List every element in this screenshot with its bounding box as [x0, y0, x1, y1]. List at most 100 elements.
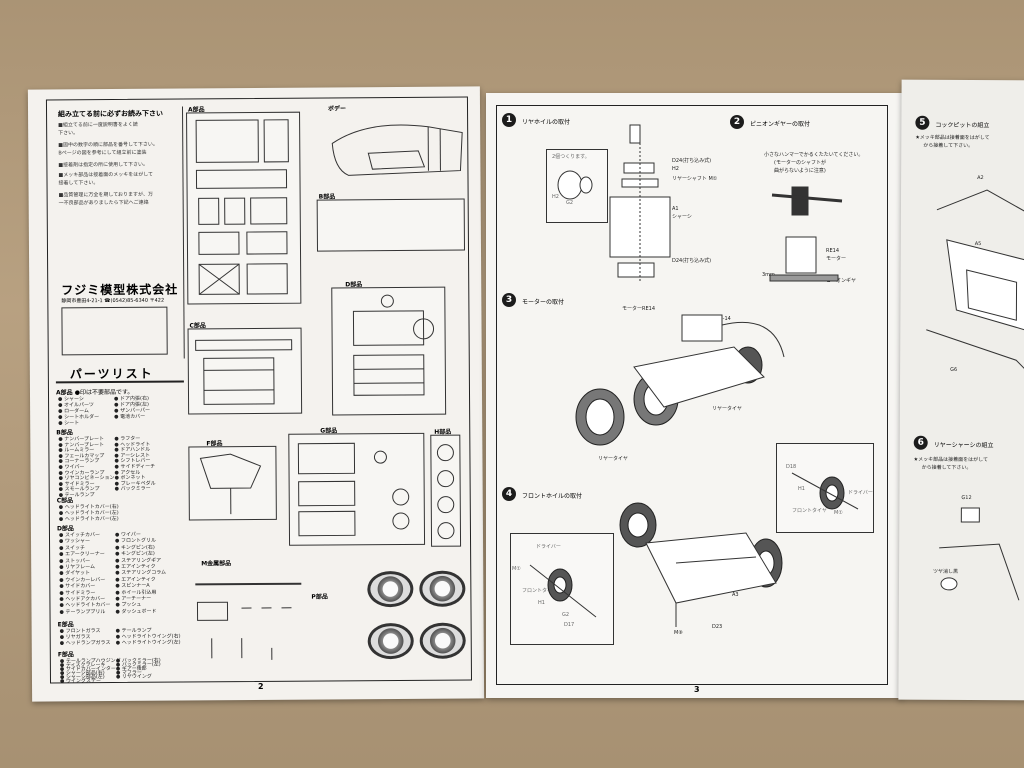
rear-chassis-drawing — [939, 507, 1020, 601]
sprue-d-drawing — [352, 294, 435, 396]
step-number: 1 — [502, 113, 516, 127]
part-label: RE-14 — [716, 316, 731, 322]
parts-list-item: ● バックミラー — [114, 486, 151, 493]
warning-line: ■図中の数字の順に部品を番号して下さい。 — [58, 141, 158, 149]
part-label: フロントタイヤ — [792, 508, 827, 514]
maker-address: 静岡市豊田4-21-1 ☎(0542)85-6340 〒422 — [61, 297, 165, 305]
part-label: H2 — [672, 166, 679, 172]
step-number: 5 — [915, 115, 930, 130]
tire-part — [367, 570, 414, 608]
part-label: ドライバー — [848, 490, 873, 496]
part-label: ドライバー — [536, 544, 561, 550]
page-border — [496, 105, 888, 685]
part-label: リヤーシャフト M① — [672, 176, 718, 182]
part-label: モーターRE14 — [622, 306, 655, 312]
part-label: リヤータイヤ — [712, 406, 742, 412]
step-number: 3 — [502, 293, 516, 307]
step-number: 2 — [730, 115, 744, 129]
parts-list-item: ● リヤウイング — [115, 673, 152, 680]
step-title: コックピットの組立 — [935, 121, 990, 130]
page-number: 3 — [694, 685, 700, 694]
cockpit-drawing — [926, 189, 1024, 371]
step-note: ★メッキ部品は接着面をはがして — [915, 134, 990, 142]
warning-line: ■組立てる前に一度説明書をよく読 — [58, 121, 138, 129]
warning-line: 一不良部品がありましたら下記へご連絡 — [58, 199, 149, 207]
step-note: (モーターのシャフトが — [774, 160, 826, 166]
step1-assembly-drawing — [609, 124, 671, 283]
tire-part — [419, 622, 466, 659]
warning-line: 接着して下さい。 — [58, 180, 99, 187]
part-label: H1 — [798, 486, 805, 492]
section-label: P部品 — [311, 593, 328, 601]
part-label: A1 — [672, 206, 679, 212]
part-label: D24(打ち込み式) — [672, 158, 712, 164]
sprue-h-drawing — [436, 444, 455, 540]
part-label: D24(打ち込み式) — [672, 258, 712, 264]
part-label: H1 — [538, 600, 545, 606]
parts-list-item: ● テーランプブリル — [59, 608, 106, 616]
section-label: ボデー — [327, 105, 347, 113]
part-label: H2 — [552, 194, 559, 200]
part-label: G2 — [562, 612, 570, 618]
parts-list-title: パーツリスト — [69, 366, 154, 382]
step-title: リヤホイルの取付 — [522, 119, 571, 126]
warning-line: Bページの図を参考にして組立前に塗装 — [58, 149, 147, 157]
step3-motor-drawing — [575, 314, 785, 446]
sprue-a-drawing — [195, 119, 289, 295]
part-label: G2 — [566, 200, 574, 206]
step4-inset-wheel-drawing — [791, 472, 859, 510]
tire-part — [367, 622, 414, 660]
step1-hub-drawing — [557, 170, 593, 200]
parts-list-item: ● 電池カバー — [114, 413, 146, 420]
step-note: ★メッキ部品は接着面をはがして — [913, 456, 988, 464]
section-label: M金属部品 — [201, 560, 232, 568]
part-label: モーター — [826, 256, 847, 262]
step-note: 曲がらないように注意) — [774, 168, 826, 174]
notice-box — [61, 306, 168, 356]
step-number: 6 — [913, 435, 928, 450]
part-label: D17 — [564, 622, 575, 628]
instruction-page-left: 組み立てる前に必ずお読み下さい ■組立てる前に一度説明書をよく読 下さい。 ■図… — [27, 86, 485, 702]
step4-chassis-drawing — [619, 502, 783, 627]
warning-line: ■品質管理に万全を期しておりますが、万 — [58, 191, 153, 199]
tire-part — [419, 570, 466, 607]
instruction-page-next: 5 コックピットの組立 ★メッキ部品は接着面をはがして から接着して下さい。 A… — [898, 79, 1024, 701]
part-label: A3 — [732, 592, 739, 598]
parts-list-item: ● ヘッドランプガラス — [59, 640, 111, 647]
step-number: 4 — [502, 487, 516, 501]
parts-list-item: ● シート — [58, 420, 80, 427]
step-note: から接着して下さい。 — [923, 142, 974, 150]
part-label: フロントタイヤ — [522, 588, 557, 594]
step4-wheel-exploded-drawing — [529, 564, 597, 618]
warning-line: 下さい。 — [58, 130, 79, 137]
part-label: M⑧ — [674, 630, 683, 636]
step-title: モーターの取付 — [522, 299, 565, 306]
part-label: D23 — [712, 624, 723, 630]
part-label: ピニオンギヤ — [826, 278, 857, 284]
part-label: シャーシ — [672, 214, 692, 220]
step-title: ピニオンギヤーの取付 — [750, 121, 811, 128]
parts-list-item: ● ウイングステー — [59, 678, 101, 685]
step-title: フロントホイルの取付 — [522, 493, 583, 500]
metal-parts-drawing — [195, 582, 302, 660]
parts-list-item: ● テールランプ — [58, 492, 95, 499]
parts-list-item: ● ヘッドライトカバー(左) — [58, 515, 119, 523]
warning-line: ■メッキ部品は接着面のメッキをはがして — [58, 171, 154, 179]
step-note: から接着して下さい。 — [921, 464, 972, 472]
sprue-b-frame — [316, 198, 466, 252]
step-note: 小さなハンマーでかるくたたいてください。 — [764, 152, 864, 158]
warning-line: ■接着剤は指定の所に使用して下さい。 — [58, 161, 148, 169]
part-label: M① — [512, 566, 521, 572]
parts-list-item: ● ヘッドライトウイング(左) — [115, 639, 181, 646]
parts-list-item: ● ダッシュボード — [115, 608, 157, 615]
step-title: リヤーシャーシの組立 — [933, 441, 994, 450]
sprue-c-drawing — [195, 339, 293, 405]
part-label: M① — [834, 510, 843, 516]
step2-pinion-drawing — [769, 186, 843, 282]
warning-title: 組み立てる前に必ずお読み下さい — [58, 109, 164, 119]
sprue-f-drawing — [199, 453, 262, 515]
part-label: 3mm — [762, 272, 775, 278]
sprue-g-drawing — [297, 442, 410, 537]
inset-box — [546, 149, 608, 223]
instruction-page-right: 1 リヤホイルの取付 2 ピニオンギヤーの取付 3 モーターの取付 4 フロント… — [486, 93, 902, 698]
